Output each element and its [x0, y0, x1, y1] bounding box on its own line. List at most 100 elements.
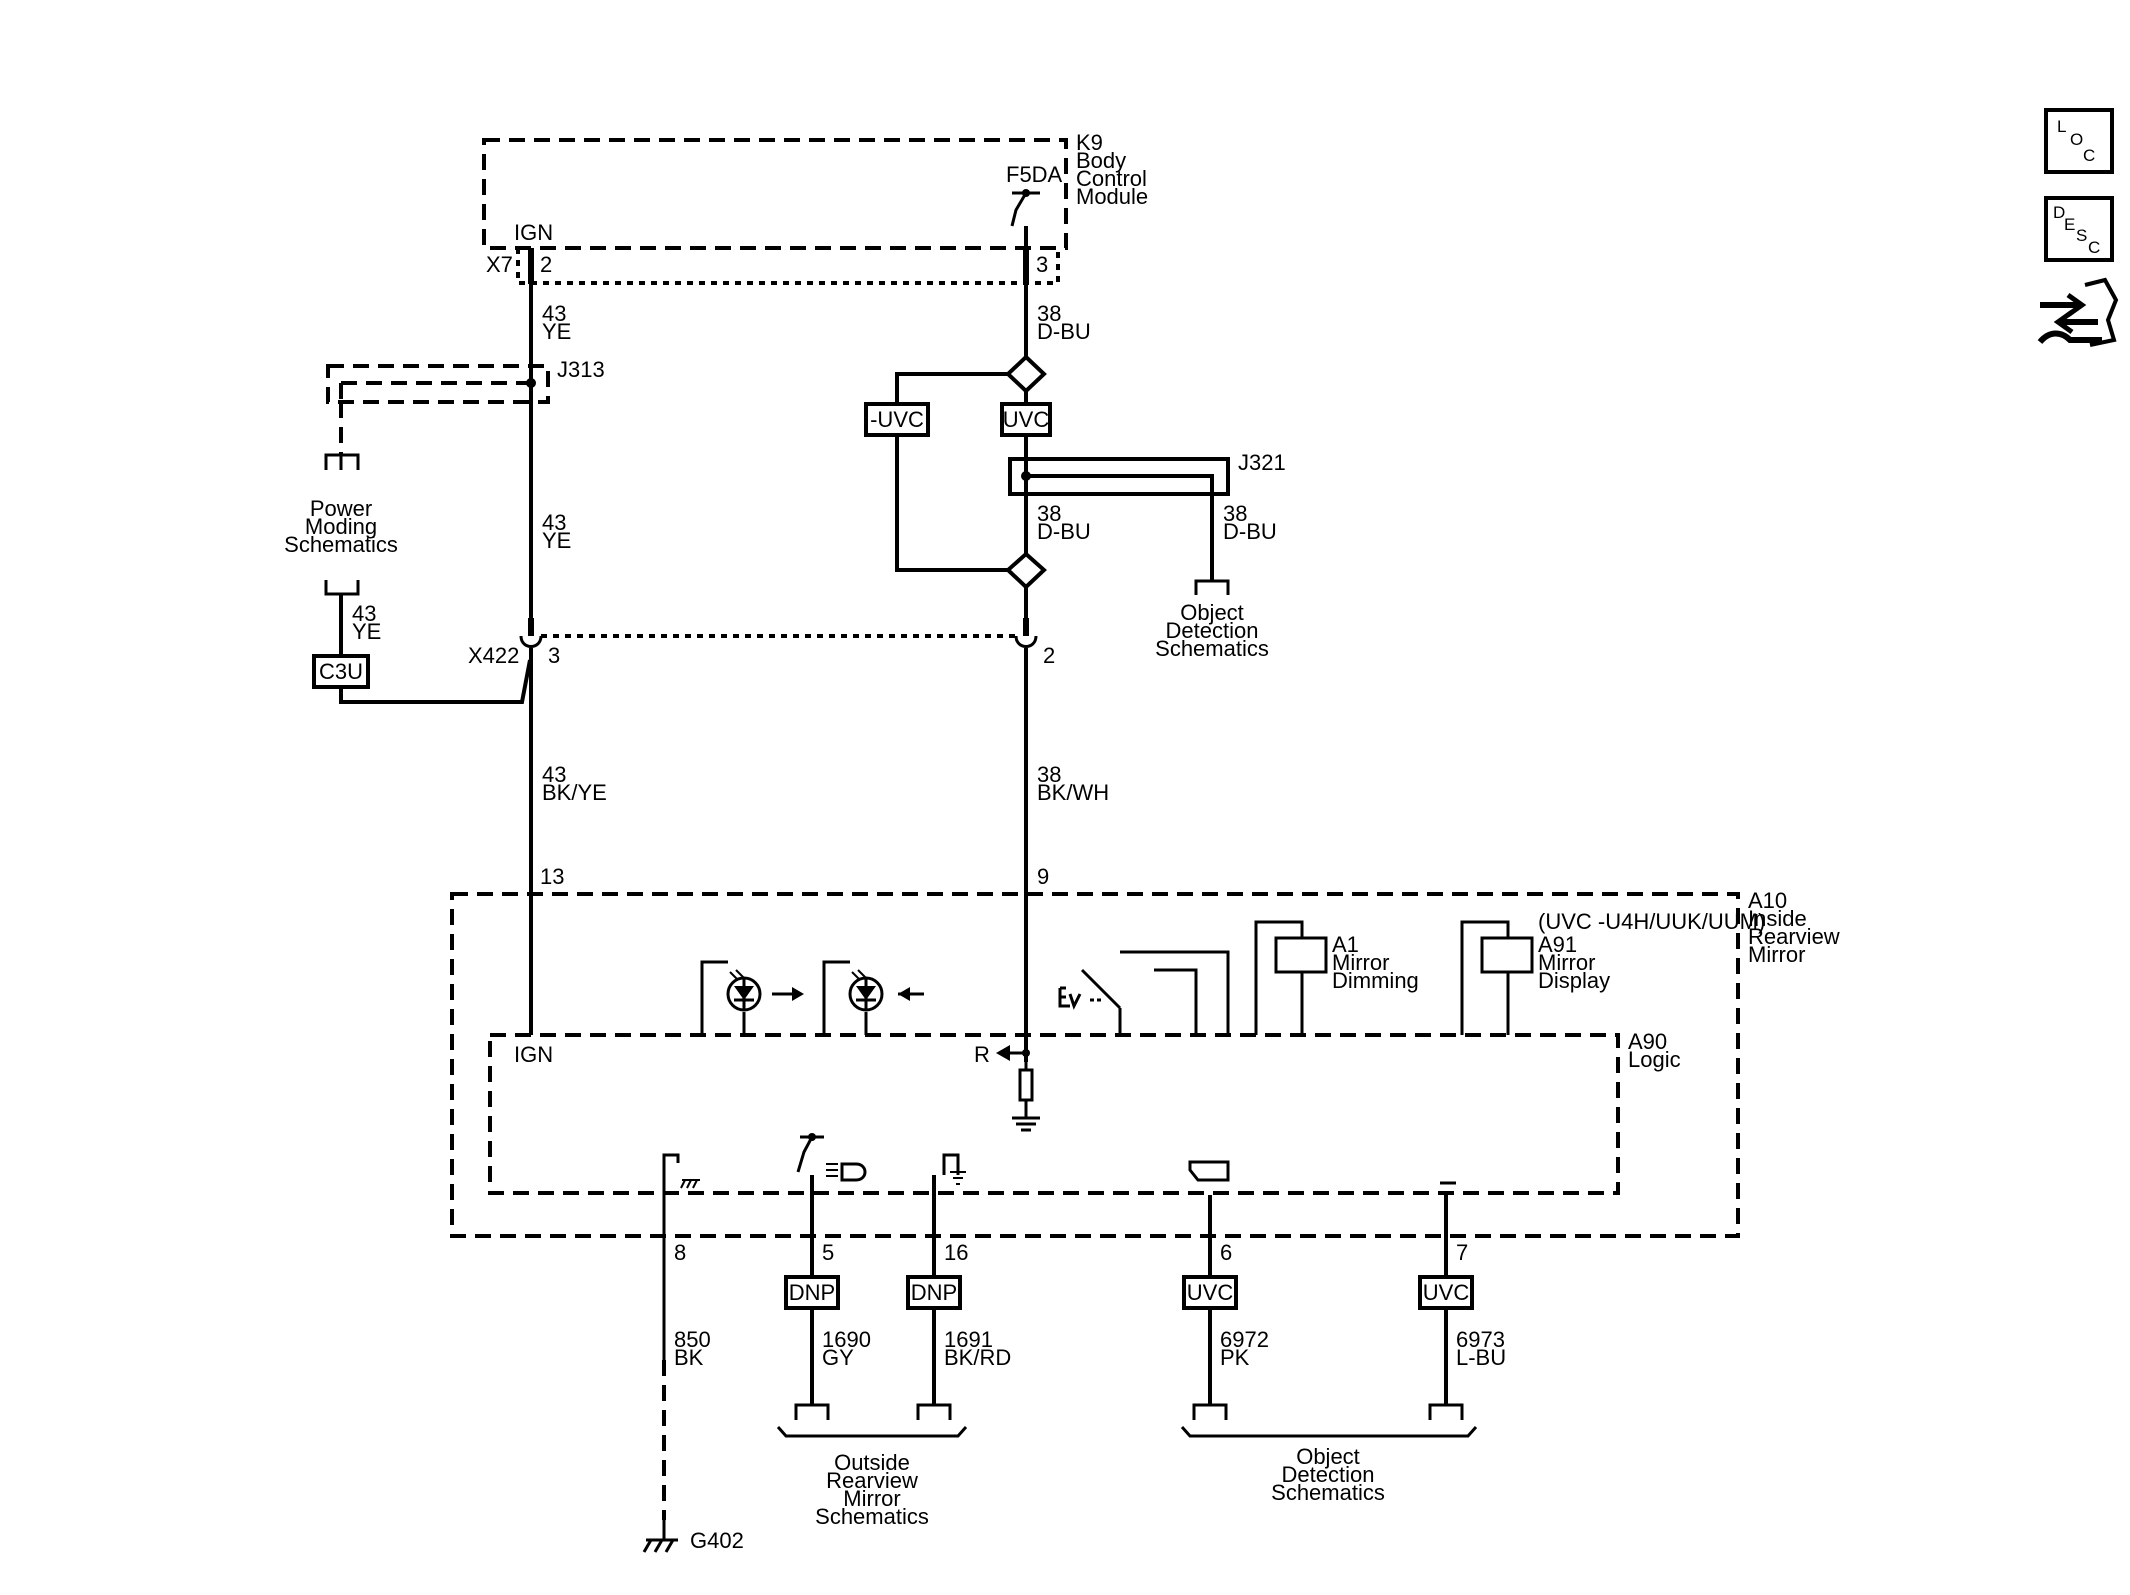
svg-text:Moding: Moding — [305, 514, 377, 539]
wire-label: 38 — [1037, 301, 1061, 326]
svg-text:Schematics: Schematics — [1155, 636, 1269, 661]
svg-text:A91: A91 — [1538, 932, 1577, 957]
pin-number: 9 — [1037, 864, 1049, 889]
object-detection-circuit-6972[interactable]: UVC — [1182, 1160, 1238, 1420]
uvc-neg-option-box[interactable]: -UVC — [864, 402, 930, 437]
pin-number: 7 — [1456, 1240, 1468, 1265]
a10-inside-rearview-mirror[interactable]: A10 Inside Rearview Mirror — [450, 888, 1840, 1238]
loc-icon[interactable]: L O C — [2044, 108, 2114, 174]
dnp-option-label: DNP — [911, 1280, 957, 1305]
svg-text:Detection: Detection — [1282, 1462, 1375, 1487]
k9-label: Control — [1076, 166, 1147, 191]
svg-text:A90: A90 — [1628, 1029, 1667, 1054]
c3u-option-box[interactable]: C3U — [312, 654, 532, 704]
wire-label: L-BU — [1456, 1345, 1506, 1370]
svg-text:Object: Object — [1296, 1444, 1360, 1469]
camera-icon — [1188, 1160, 1230, 1182]
pin-number: 2 — [540, 252, 552, 277]
ground-label: G402 — [690, 1528, 744, 1553]
svg-text:Detection: Detection — [1166, 618, 1259, 643]
desc-icon[interactable]: D E S C — [2044, 196, 2114, 262]
r-pin-label: R — [974, 1042, 990, 1067]
pin-number: 5 — [822, 1240, 834, 1265]
wire-label: BK — [674, 1345, 704, 1370]
wire-label: 6972 — [1220, 1327, 1269, 1352]
svg-text:C3U: C3U — [319, 659, 363, 684]
svg-text:D: D — [2053, 203, 2065, 222]
a90-logic[interactable]: A90 Logic IGN R — [488, 1029, 1681, 1195]
uvc-option-box[interactable]: UVC — [1000, 402, 1052, 437]
ign-pin-label: IGN — [514, 1042, 553, 1067]
a1-mirror-dimming[interactable]: A1 Mirror Dimming — [1254, 920, 1419, 1035]
wire-label: BK/WH — [1037, 780, 1109, 805]
ign-circuit[interactable] — [519, 248, 543, 1035]
svg-text:UVC: UVC — [1003, 407, 1050, 432]
svg-text:Display: Display — [1538, 968, 1610, 993]
svg-text:Power: Power — [310, 496, 372, 521]
object-detection-circuit-6973[interactable]: UVC — [1418, 1181, 1474, 1420]
option-note: (UVC -U4H/UUK/UUM) — [1538, 909, 1765, 934]
x422-connector[interactable]: X422 3 2 — [468, 634, 1055, 668]
wire-label: D-BU — [1037, 319, 1091, 344]
svg-text:L: L — [2057, 117, 2066, 136]
svg-text:S: S — [2076, 226, 2087, 245]
wire-label: 850 — [674, 1327, 711, 1352]
wire-label: 6973 — [1456, 1327, 1505, 1352]
connector-label: X422 — [468, 643, 519, 668]
wire-label: 1691 — [944, 1327, 993, 1352]
r-circuit[interactable] — [895, 226, 1047, 1062]
resistor-icon — [996, 1045, 1034, 1118]
wire-label: YE — [542, 528, 571, 553]
diagnostic-connector-icon[interactable] — [2037, 277, 2119, 347]
ambient-light-sensor-icon — [700, 960, 804, 1035]
k9-label: K9 — [1076, 130, 1103, 155]
svg-text:Rearview: Rearview — [1748, 924, 1840, 949]
svg-text:Inside: Inside — [1748, 906, 1807, 931]
pin-number: 16 — [944, 1240, 968, 1265]
svg-text:O: O — [2070, 130, 2083, 149]
k9-body-control-module[interactable]: K9 Body Control Module F5DA IGN X7 2 3 — [482, 130, 1148, 285]
fuse-label: F5DA — [1006, 162, 1063, 187]
wire-label: GY — [822, 1345, 854, 1370]
svg-text:Schematics: Schematics — [284, 532, 398, 557]
wire-label: BK/RD — [944, 1345, 1011, 1370]
svg-text:Object: Object — [1180, 600, 1244, 625]
wire-label: 1690 — [822, 1327, 871, 1352]
glare-sensor-icon — [822, 960, 924, 1035]
svg-text:Dimming: Dimming — [1332, 968, 1419, 993]
pin-number: 3 — [1036, 252, 1048, 277]
splice-label: J321 — [1238, 450, 1286, 475]
svg-text:Outside: Outside — [834, 1450, 910, 1475]
wire-label: 43 — [542, 301, 566, 326]
wire-label: YE — [542, 319, 571, 344]
svg-text:C: C — [2088, 238, 2100, 257]
wire-label: PK — [1220, 1345, 1250, 1370]
pin-number: 13 — [540, 864, 564, 889]
pin-number: 6 — [1220, 1240, 1232, 1265]
wire-label: D-BU — [1223, 519, 1277, 544]
object-detection-schematics-reference[interactable]: Object Detection Schematics — [1155, 579, 1269, 661]
connector-label: X7 — [486, 252, 513, 277]
ign-pin-label: IGN — [514, 220, 553, 245]
uvc-option-label: UVC — [1423, 1280, 1470, 1305]
pin-number: 2 — [1043, 643, 1055, 668]
ground-circuit-850[interactable] — [642, 1153, 700, 1553]
wire-label: 43 — [352, 601, 376, 626]
svg-text:Logic: Logic — [1628, 1047, 1681, 1072]
svg-text:A1: A1 — [1332, 932, 1359, 957]
svg-text:-UVC: -UVC — [870, 407, 924, 432]
power-moding-schematics-reference[interactable]: Power Moding Schematics — [284, 453, 398, 656]
svg-text:A10: A10 — [1748, 888, 1787, 913]
object-detection-schematics-reference[interactable]: Object Detection Schematics — [1180, 1426, 1478, 1505]
a91-mirror-display[interactable]: (UVC -U4H/UUK/UUM) A91 Mirror Display — [1460, 909, 1765, 1035]
svg-text:C: C — [2083, 146, 2095, 165]
outside-mirror-circuit-1691[interactable]: DNP — [906, 1153, 966, 1420]
outside-mirror-circuit-1690[interactable]: DNP — [784, 1133, 840, 1420]
outside-rearview-mirror-schematics-reference[interactable]: Outside Rearview Mirror Schematics — [776, 1426, 968, 1529]
wire-label: 43 — [542, 510, 566, 535]
k9-label: Module — [1076, 184, 1148, 209]
svg-text:Mirror: Mirror — [843, 1486, 900, 1511]
ground-icon — [1012, 1116, 1040, 1132]
j313-splice-pack[interactable]: J313 — [326, 357, 605, 455]
j321-splice-pack[interactable]: J321 — [1008, 450, 1286, 581]
